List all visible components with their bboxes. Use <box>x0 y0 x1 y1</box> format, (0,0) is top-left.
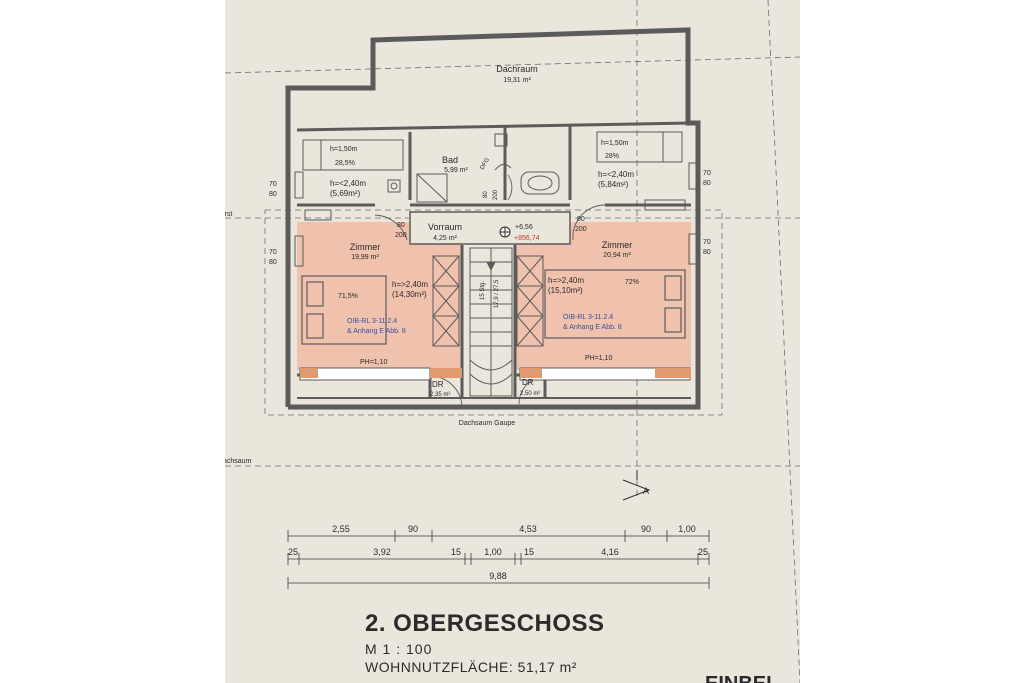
stair-steps: 15 Stg. <box>480 281 486 300</box>
zimmer-left-area-h: (14,30m²) <box>392 290 427 299</box>
door-right-width: 80 <box>577 216 585 223</box>
dim-r1-b: 90 <box>408 524 418 534</box>
alcove-left-h2: h=<2,40m <box>330 179 366 188</box>
alcove-right-a2: (5,84m²) <box>598 180 629 189</box>
dachraum-area: 19,31 m² <box>503 77 531 84</box>
zimmer-left-area: 19,99 m² <box>351 254 379 261</box>
dim-r1-d: 90 <box>641 524 651 534</box>
dachsaum-gaupe-label: Dachsaum Gaupe <box>459 420 516 427</box>
dim-r2-a: 25 <box>288 547 298 557</box>
dfg-label: DFG <box>480 157 492 171</box>
beds <box>301 269 686 345</box>
door-right-height: 200 <box>575 226 587 233</box>
level-relative: +6,56 <box>515 224 533 231</box>
door-left-height: 200 <box>395 232 407 239</box>
alcove-right-h2: h=<2,40m <box>598 170 634 179</box>
dr-left-name: DR <box>432 380 444 389</box>
wardrobes <box>432 255 544 347</box>
zimmer-left-name: Zimmer <box>350 242 381 252</box>
bad-door-width: 80 <box>483 191 489 198</box>
dachsaum-label: achsaum <box>225 458 252 465</box>
zimmer-right-area: 20,94 m² <box>603 252 631 259</box>
plan-title: 2. OBERGESCHOSS <box>365 610 605 637</box>
opening-right2-top: 70 <box>703 239 711 246</box>
dim-r2-c: 15 <box>451 547 461 557</box>
first-label: irst <box>225 211 232 218</box>
alcove-fixtures <box>294 131 698 267</box>
alcove-right-p1: 28% <box>605 153 619 160</box>
opening-left-top: 70 <box>269 181 277 188</box>
opening-left-bot: 80 <box>269 191 277 198</box>
zimmer-right-pct: 72% <box>625 279 639 286</box>
dim-r2-g: 25 <box>698 547 708 557</box>
title-block: 2. OBERGESCHOSS M 1 : 100 WOHNNUTZFLÄCHE… <box>365 610 605 675</box>
dim-r2-d: 1,00 <box>484 547 502 557</box>
section-marker <box>622 470 651 501</box>
zimmer-left-oib1: OIB-RL 3-11.2.4 <box>347 318 397 325</box>
bad-name: Bad <box>442 155 458 165</box>
dimension-lines <box>287 530 710 589</box>
zimmer-right-ph: PH=1,10 <box>585 355 613 362</box>
opening-right-top: 70 <box>703 170 711 177</box>
dim-r1-e: 1,00 <box>678 524 696 534</box>
section-label: A <box>643 486 649 496</box>
window-bands <box>299 367 691 381</box>
staircase <box>469 247 513 397</box>
cut-off-label: EINBEI <box>705 673 772 683</box>
level-absolute: +856,74 <box>514 235 540 242</box>
room-fills <box>297 222 691 370</box>
zimmer-left-ph: PH=1,10 <box>360 359 388 366</box>
vorraum-area <box>409 211 571 245</box>
alcove-left-h1: h=1,50m <box>330 146 358 153</box>
floor-plan-sheet: Dachraum 19,31 m² Bad 5,99 m² DFG 80 200… <box>225 0 800 683</box>
dr-right-area: 2,50 m² <box>520 391 540 397</box>
alcove-left-p1: 28,5% <box>335 160 355 167</box>
bad-area: 5,99 m² <box>444 167 468 174</box>
dachraum-name: Dachraum <box>496 64 538 74</box>
plan-living-area: WOHNNUTZFLÄCHE: 51,17 m² <box>365 659 577 675</box>
dim-r2-b: 3,92 <box>373 547 391 557</box>
zimmer-right-height: h=>2,40m <box>548 276 584 285</box>
dimension-values: 2,55 90 4,53 90 1,00 25 3,92 15 1,00 15 … <box>288 524 708 581</box>
alcove-right-h1: h=1,50m <box>601 140 629 147</box>
zimmer-right-area-h: (15,10m²) <box>548 286 583 295</box>
level-marker <box>499 226 511 238</box>
vorraum-area: 4,25 m² <box>433 235 457 242</box>
door-left-width: 80 <box>397 222 405 229</box>
bathroom-fixtures <box>416 133 560 203</box>
zimmer-left-height: h=>2,40m <box>392 280 428 289</box>
zimmer-right-oib2: & Anhang E Abb. 8 <box>563 324 622 331</box>
dim-r3-total: 9,88 <box>489 571 507 581</box>
opening-right2-bot: 80 <box>703 249 711 256</box>
dr-right-name: DR <box>522 378 534 387</box>
floor-plan-drawing: Dachraum 19,31 m² Bad 5,99 m² DFG 80 200… <box>225 0 800 683</box>
opening-right-bot: 80 <box>703 180 711 187</box>
opening-left2-bot: 80 <box>269 259 277 266</box>
zimmer-right-oib1: OIB-RL 3-11.2.4 <box>563 314 613 321</box>
outer-walls <box>285 27 701 410</box>
dim-r2-e: 15 <box>524 547 534 557</box>
alcove-left-a2: (5,69m²) <box>330 189 361 198</box>
dr-left-area: 2,35 m² <box>430 392 450 398</box>
vorraum-name: Vorraum <box>428 222 462 232</box>
room-labels: Dachraum 19,31 m² Bad 5,99 m² DFG 80 200… <box>225 64 711 496</box>
plan-scale: M 1 : 100 <box>365 641 433 657</box>
stair-ratio: 17,9 / 27,5 <box>494 279 500 308</box>
opening-left2-top: 70 <box>269 249 277 256</box>
zimmer-left-oib2: & Anhang E Abb. 8 <box>347 328 406 335</box>
zimmer-left-pct: 71,5% <box>338 293 358 300</box>
dim-r1-a: 2,55 <box>332 524 350 534</box>
bad-door-height: 200 <box>493 189 499 200</box>
dim-r2-f: 4,16 <box>601 547 619 557</box>
zimmer-right-name: Zimmer <box>602 240 633 250</box>
dim-r1-c: 4,53 <box>519 524 537 534</box>
